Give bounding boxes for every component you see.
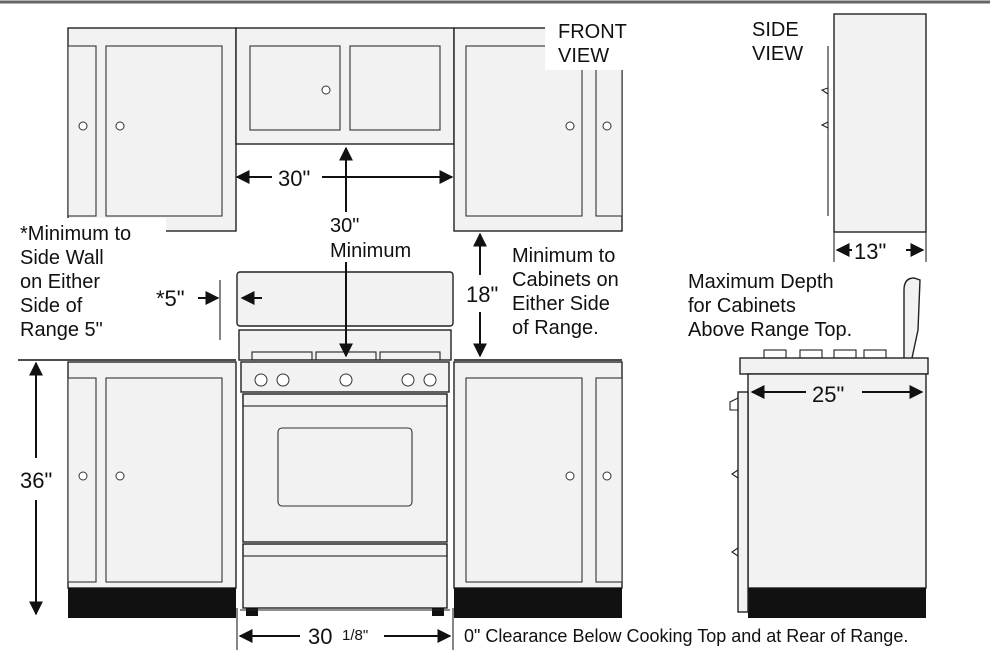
side-view: SIDE VIEW 13" Maximum Depth for Cabinets… [688, 13, 929, 618]
range-side-backguard [903, 277, 921, 361]
overhead-clearance-value: 30" [330, 215, 359, 237]
counter-depth-value: 25" [812, 382, 844, 407]
oven-window [277, 427, 413, 507]
side-wall-note-4: Side of [20, 295, 83, 317]
cabinet-note-2: Cabinets on [512, 269, 619, 291]
upper-center-cabinet [235, 27, 455, 145]
side-view-label-1: SIDE [752, 19, 799, 41]
counter-height-value: 36" [20, 468, 52, 493]
side-wall-clearance-value: *5" [156, 286, 185, 311]
side-view-label-2: VIEW [752, 43, 803, 65]
toe-kick-side [748, 588, 926, 618]
cabinet-note-1: Minimum to [512, 245, 615, 267]
front-view-label-1: FRONT [558, 21, 627, 43]
side-wall-note-5: Range 5" [20, 319, 103, 341]
front-view-label-2: VIEW [558, 45, 609, 67]
clearance-note: 0" Clearance Below Cooking Top and at Re… [464, 626, 908, 646]
side-wall-note-1: *Minimum to [20, 223, 131, 245]
depth-note-1: Maximum Depth [688, 271, 834, 293]
overhead-clearance-label: Minimum [330, 240, 411, 262]
upper-left-cabinet [67, 27, 237, 232]
upper-cabinet-side [820, 13, 927, 233]
upper-right-cabinet [453, 27, 623, 232]
range-width-fraction: 1/8" [342, 627, 368, 644]
cabinet-note-4: of Range. [512, 317, 599, 339]
storage-drawer [242, 543, 448, 609]
toe-kick-left [68, 588, 236, 618]
depth-note-3: Above Range Top. [688, 319, 852, 341]
countertop-side [739, 357, 929, 375]
depth-note-2: for Cabinets [688, 295, 796, 317]
range-width-whole: 30 [308, 624, 332, 649]
side-wall-note-3: on Either [20, 271, 100, 293]
front-view: FRONT VIEW [14, 14, 908, 650]
upper-depth-value: 13" [854, 239, 886, 264]
side-wall-note-2: Side Wall [20, 247, 104, 269]
hood-width-value: 30" [278, 166, 310, 191]
cabinet-note-3: Either Side [512, 293, 610, 315]
range-front [236, 271, 454, 616]
toe-kick-right [454, 588, 622, 618]
lower-left-cabinet [67, 361, 237, 618]
lower-right-cabinet [453, 361, 623, 618]
cabinet-height-value: 18" [466, 282, 498, 307]
